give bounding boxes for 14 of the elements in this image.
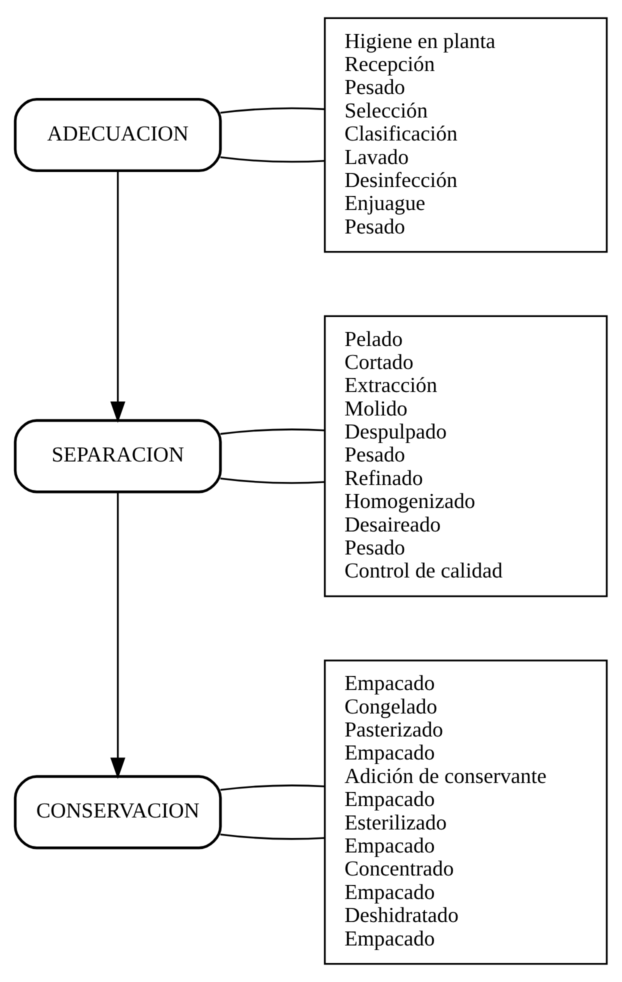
node-box: Empacado Congelado Pasterizado Empacado Adición de conservante Empacado Esterilizado Empacado Concentrado Empacado Deshidratado Empacado (324, 660, 608, 965)
arrow (110, 492, 126, 780)
node-box: Pelado Cortado Extracción Molido Despulpado Pesado Refinado Homogenizado Desaireado Pesado Control de calidad (324, 315, 608, 598)
connector (220, 107, 324, 114)
node-box: ADECUACION (14, 98, 222, 172)
node-box: CONSERVACION (14, 775, 222, 850)
connector (220, 834, 324, 840)
arrow (110, 170, 126, 423)
connector (220, 156, 324, 163)
node-box: Higiene en planta Recepción Pesado Selección Clasificación Lavado Desinfección Enjuague Pesado (324, 17, 608, 253)
node-box: SEPARACION (14, 419, 222, 494)
connector (220, 428, 324, 435)
connector (220, 784, 324, 791)
connector (220, 478, 324, 484)
